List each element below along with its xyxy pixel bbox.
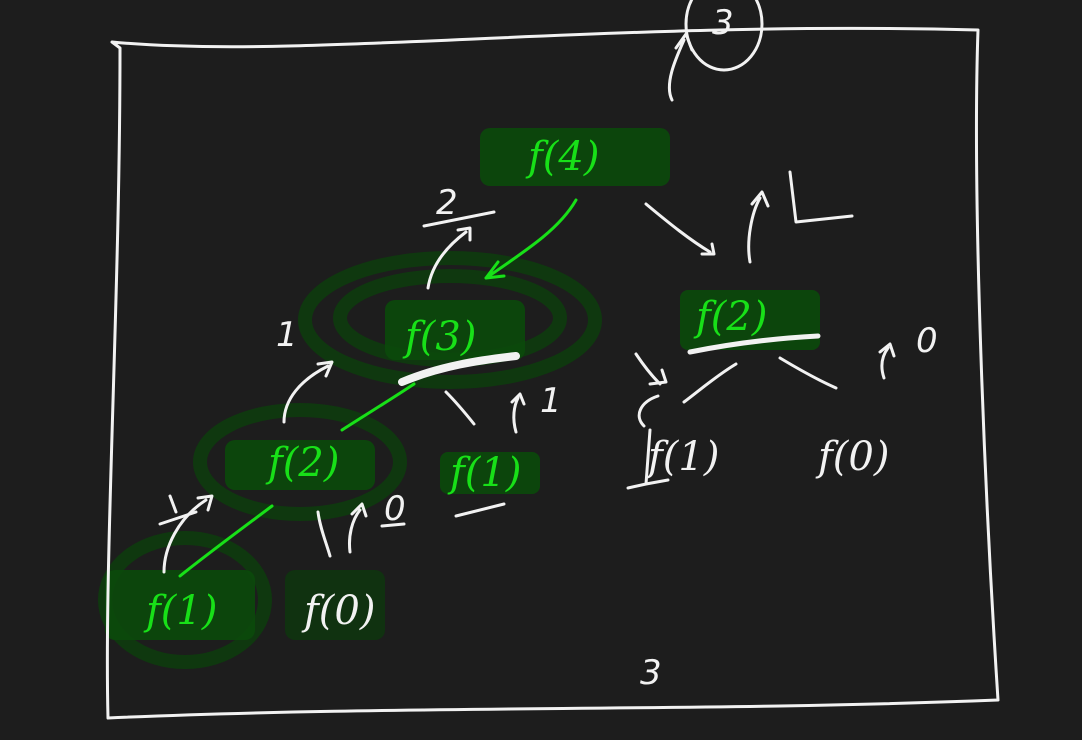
return-f0-right: 0 [916, 321, 938, 361]
highlight-f4 [480, 128, 670, 186]
return-arrow-f2-left [282, 360, 334, 424]
return-f1-mid: 1 [540, 381, 562, 421]
return-arrow-f1-bottom [162, 494, 214, 574]
highlight-f1-bottom [105, 570, 255, 640]
highlight-f0-bottom [285, 570, 385, 640]
node-f1-mid: f(1) [447, 450, 521, 496]
return-arrow-f1-mid [510, 392, 526, 434]
node-f1-bottom: f(1) [143, 588, 217, 634]
underline-f1-mid [454, 502, 506, 518]
edge-f2-right-to-f0 [778, 356, 838, 390]
result-top: 3 [712, 3, 734, 43]
return-f2-right-mark [788, 170, 854, 224]
return-arrow-f2-right [747, 190, 770, 264]
edge-f2-right-to-f1 [682, 362, 738, 404]
return-arrow-f1-right [634, 352, 668, 386]
return-arrow-f0-bottom [348, 502, 368, 554]
underline-return-f0-bottom [380, 522, 406, 528]
bracket-f1-right [626, 394, 670, 490]
underline-f3 [398, 352, 520, 386]
return-f0-bottom: 0 [384, 489, 406, 529]
highlight-f2-left [225, 440, 375, 490]
node-f1-right: f(1) [645, 434, 719, 480]
highlight-f3 [385, 300, 525, 360]
edge-f4-to-f3 [484, 198, 578, 280]
result-circle-outline [684, 0, 764, 72]
edge-f3-to-f1-mid [444, 390, 476, 426]
edge-f2-left-to-f1 [178, 504, 274, 578]
highlight-f1-mid [440, 452, 540, 494]
node-f2-right: f(2) [693, 294, 767, 340]
node-f3: f(3) [402, 314, 476, 360]
highlight-layer [98, 128, 820, 669]
node-f0-bottom: f(0) [301, 588, 375, 634]
highlight-ring-f3 [298, 251, 602, 389]
underline-f2-right [687, 333, 821, 355]
node-f4: f(4) [525, 134, 599, 180]
highlight-ring-f2 [193, 403, 407, 521]
result-circle: 3 [667, 0, 764, 102]
highlight-f2-right [680, 290, 820, 350]
return-f3: 2 [436, 183, 458, 223]
edge-f2-left-to-f0 [316, 510, 332, 558]
return-f2-left: 1 [276, 315, 298, 355]
edge-f3-to-f2-left [340, 382, 416, 432]
board-frame [105, 26, 1000, 720]
return-arrow-f0-right [878, 342, 896, 380]
result-bottom: 3 [640, 653, 662, 693]
node-f2-left: f(2) [265, 440, 339, 486]
return-arrow-f3 [426, 226, 472, 290]
return-arrow-to-result [667, 32, 694, 102]
underline-return-f3 [422, 210, 496, 228]
edge-f4-to-f2-right [644, 202, 716, 256]
node-f0-right: f(0) [815, 434, 889, 480]
return-f1-bottom-mark [158, 494, 198, 526]
